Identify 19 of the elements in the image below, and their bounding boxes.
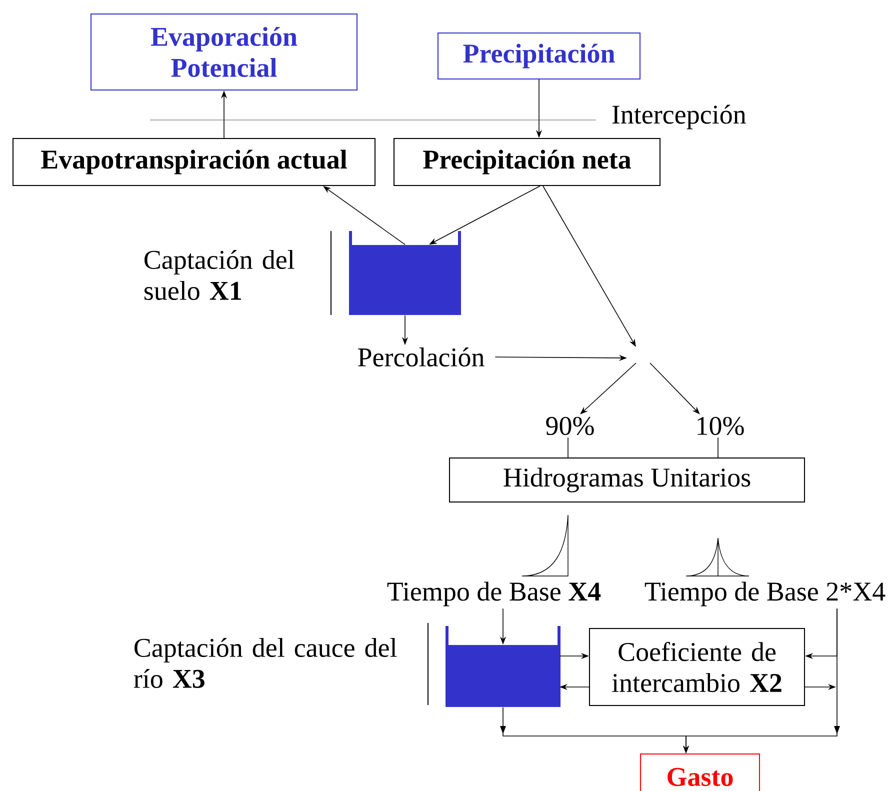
label: Captación del cauce del río X3 (134, 638, 397, 688)
process-box: Coeficiente de intercambio X2 (589, 628, 805, 706)
tank (349, 231, 461, 315)
tank (446, 626, 560, 707)
process-box: Precipitación (438, 32, 640, 80)
label: Tiempo de Base 2*X4 (644, 582, 886, 606)
process-box: Gasto (640, 754, 760, 791)
label: 90% (546, 416, 594, 436)
process-box: Evaporación Potencial (90, 14, 358, 90)
process-box: Evapotranspiración actual (12, 138, 376, 186)
process-box: Hidrogramas Unitarios (449, 458, 805, 502)
label: Percolación (358, 347, 484, 367)
label: 10% (698, 416, 744, 436)
label: Tiempo de Base X4 (387, 582, 601, 606)
process-box: Precipitación neta (394, 138, 660, 186)
arrow (580, 362, 636, 414)
arrow (650, 362, 700, 414)
label: Intercepción (612, 104, 746, 130)
label: Captación del suelo X1 (144, 250, 294, 300)
